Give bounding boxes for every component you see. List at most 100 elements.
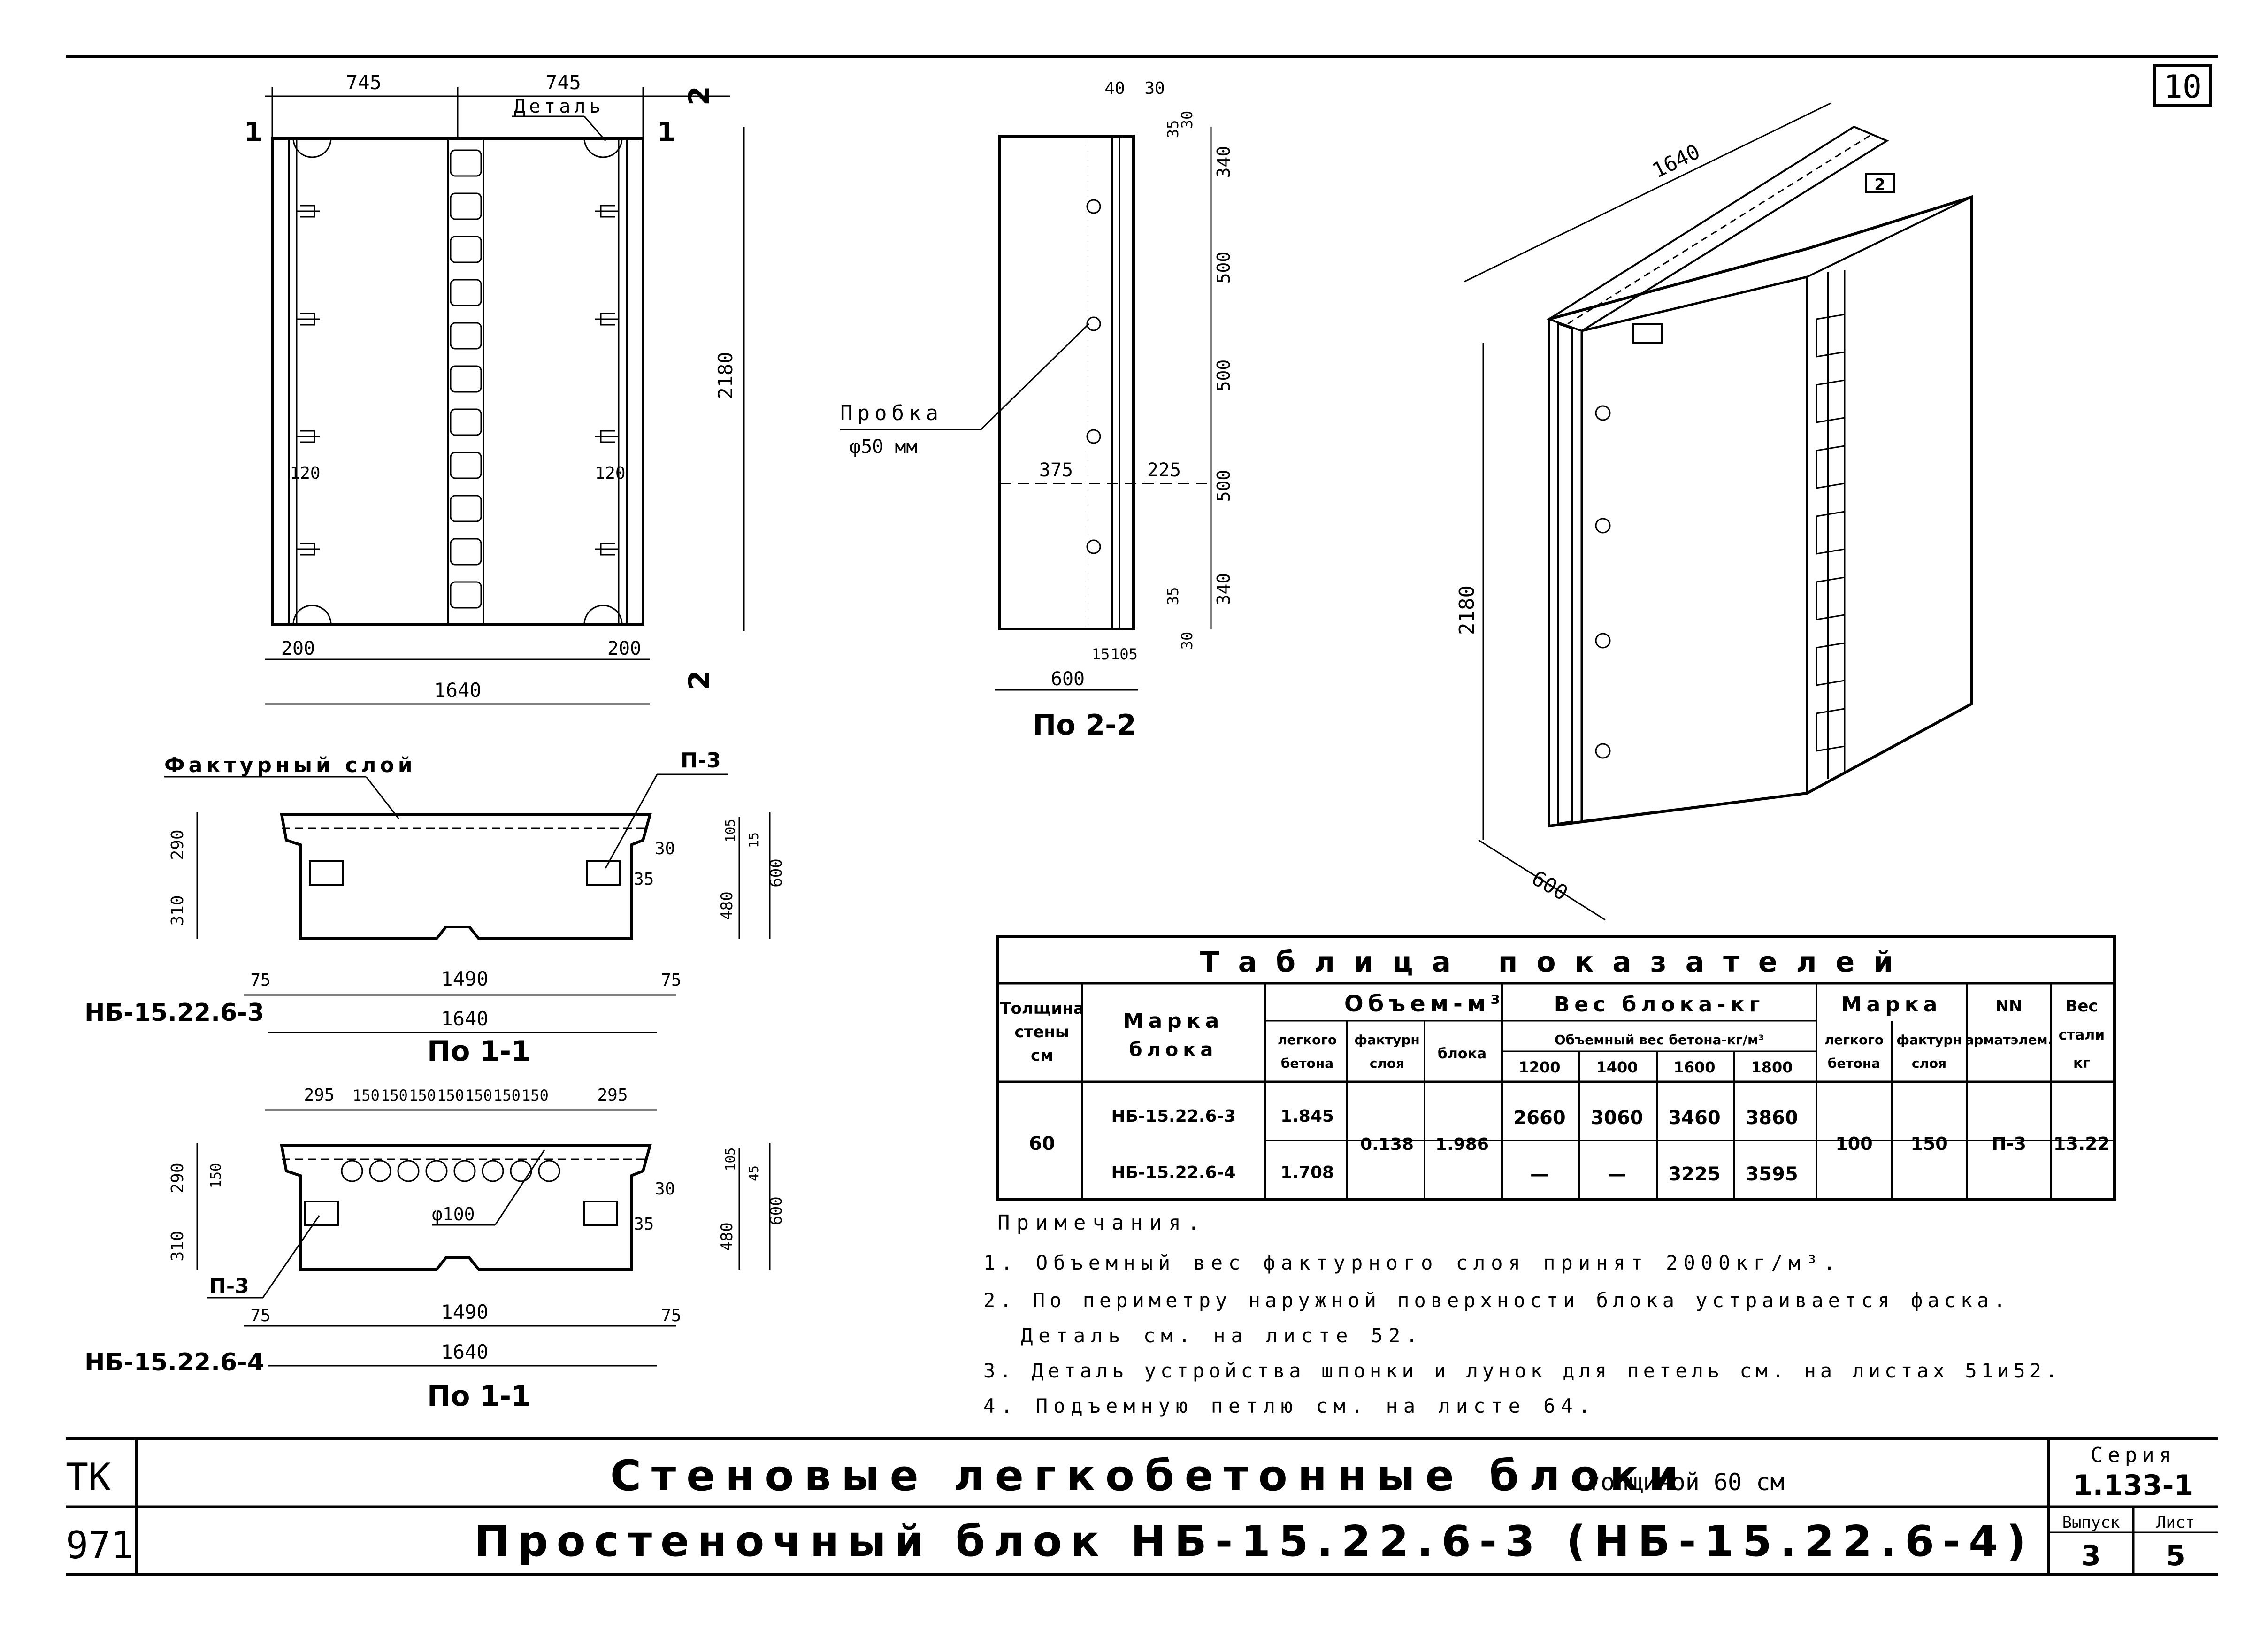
sec2-dim-105: 105: [722, 1148, 738, 1171]
note-2b: Деталь см. на листе 52.: [1021, 1324, 1424, 1347]
th-volume: Объем-м³: [1344, 991, 1505, 1017]
th-vol-light-1: легкого: [1278, 1032, 1337, 1048]
sec1-dim-1640: 1640: [441, 1007, 488, 1030]
table-title: Таблица показателей: [1200, 946, 1912, 979]
th-rebar-1: NN: [1996, 997, 2023, 1016]
note-4: 4. Подъемную петлю см. на листе 64.: [983, 1394, 1596, 1417]
sec1-marker-left: 1: [244, 117, 262, 147]
dim-120-left: 120: [290, 464, 320, 483]
tb-title-1-small: толщиной 60 см: [1586, 1469, 1784, 1496]
th-mark-1: Марка: [1123, 1009, 1224, 1033]
key-notch: [450, 192, 482, 220]
insert-right: [595, 205, 619, 218]
th-vol-tex-1: фактурн: [1354, 1032, 1420, 1048]
th-weight-col: 1200: [1518, 1058, 1560, 1076]
sec2-dim-150: 150: [208, 1163, 224, 1188]
iso-dim-len: 1640: [1648, 140, 1704, 183]
sec22-vdim: 340: [1213, 573, 1234, 605]
iso-key: [1816, 576, 1846, 620]
sec22-vdim: 340: [1213, 146, 1234, 178]
note-2: 2. По периметру наружной поверхности бло…: [983, 1289, 2010, 1312]
td-w1800-2: 3595: [1746, 1163, 1798, 1185]
sec22-dim-105: 105: [1111, 645, 1138, 663]
plan-view: 745 745 Деталь 2180 200 200 1640 120 120…: [244, 71, 745, 705]
td-mark-2: НБ-15.22.6-4: [1111, 1163, 1235, 1182]
key-notch: [450, 236, 482, 263]
th-grade-light-1: легкого: [1824, 1032, 1884, 1048]
sec2-dim-480: 480: [718, 1222, 736, 1251]
sec2-dim-150: 150: [381, 1087, 408, 1104]
plan-key-notches: [450, 149, 482, 609]
sec22-dim-35-bot: 35: [1164, 587, 1182, 605]
sheet-number: 10: [2163, 69, 2202, 106]
loop-recess-tl: [292, 138, 332, 158]
iso-mark: 2: [1874, 176, 1885, 194]
th-weight-col: 1600: [1673, 1058, 1715, 1076]
iso-key: [1816, 445, 1846, 489]
insert-right: [595, 313, 619, 326]
td-vol-texture: 0.138: [1360, 1135, 1414, 1154]
iso-key: [1816, 379, 1846, 423]
sec22-caption: По 2-2: [1033, 709, 1136, 742]
key-notch: [450, 149, 482, 177]
td-w1600-1: 3460: [1668, 1107, 1720, 1129]
sec2-mark: НБ-15.22.6-4: [84, 1348, 264, 1377]
th-mark-2: блока: [1129, 1039, 1218, 1061]
table-grid: [1081, 983, 2052, 1199]
th-grade-light-2: бетона: [1828, 1056, 1880, 1071]
sec22-dim-375: 375: [1039, 459, 1073, 481]
td-w1400-1: 3060: [1591, 1107, 1643, 1129]
sec2-caption: По 1-1: [427, 1380, 531, 1413]
td-vol-light-1: 1.845: [1280, 1107, 1334, 1126]
iso-plug: [1595, 405, 1611, 421]
iso-mark-box-right: [1865, 173, 1895, 193]
sec2-marker-bottom: 2: [683, 670, 716, 690]
sec1-mark: НБ-15.22.6-3: [84, 999, 264, 1027]
sec22-dim-15: 15: [1092, 645, 1110, 663]
loop-recess-bl: [292, 605, 332, 625]
dim-2180: 2180: [714, 352, 737, 399]
key-notch: [450, 452, 482, 479]
loop-recess-tr: [583, 138, 623, 158]
td-vol-light-2: 1.708: [1280, 1163, 1334, 1182]
sec22-dim-30-top: 30: [1178, 111, 1196, 129]
sec2-dim-1640: 1640: [441, 1340, 488, 1363]
sec1-dim-600: 600: [767, 858, 786, 887]
th-vol-light-2: бетона: [1281, 1056, 1333, 1071]
sec1-dim-75-right: 75: [661, 971, 681, 990]
sec2-dim-600: 600: [767, 1196, 786, 1225]
notes-title: Примечания.: [997, 1211, 1206, 1235]
sec1-caption: По 1-1: [427, 1035, 531, 1068]
sec2-dim-150: 150: [493, 1087, 521, 1104]
plug-hole: [1086, 316, 1101, 331]
sec2-dim-295-right: 295: [597, 1086, 628, 1105]
iso-key: [1816, 511, 1846, 555]
sec2-outline: [280, 1144, 652, 1271]
title-block: ТК 971 Стеновые легкобетонные блоки толщ…: [66, 1437, 2218, 1576]
td-thickness: 60: [1029, 1133, 1055, 1155]
sec22-dim-40: 40: [1104, 79, 1125, 98]
section-1-1-a: Фактурный слой П-3 290 310 480 600 105 1…: [84, 749, 786, 1068]
tb-left-top: ТК: [66, 1455, 111, 1499]
notes: Примечания. 1. Объемный вес фактурного с…: [983, 1211, 2057, 1417]
sec1-dim-15: 15: [746, 832, 761, 848]
sec1-dim-75-left: 75: [250, 971, 270, 990]
iso-outline: [1548, 195, 1973, 828]
insert-left: [297, 205, 320, 218]
key-notch: [450, 322, 482, 350]
sec22-dim-225: 225: [1147, 459, 1181, 481]
iso-top-face: [1547, 125, 1889, 332]
th-steel-1: Вес: [2065, 997, 2098, 1016]
key-notch: [450, 495, 482, 522]
td-w1200-1: 2660: [1513, 1107, 1565, 1129]
dim-745-right: 745: [545, 71, 581, 94]
plan-inserts: [297, 205, 619, 556]
td-grade-texture: 150: [1910, 1133, 1947, 1154]
detail-label: Деталь: [514, 96, 605, 117]
sec2-dim-1490: 1490: [441, 1301, 488, 1324]
sec2-dim-295-left: 295: [304, 1086, 334, 1105]
td-w1200-2: —: [1530, 1163, 1549, 1185]
